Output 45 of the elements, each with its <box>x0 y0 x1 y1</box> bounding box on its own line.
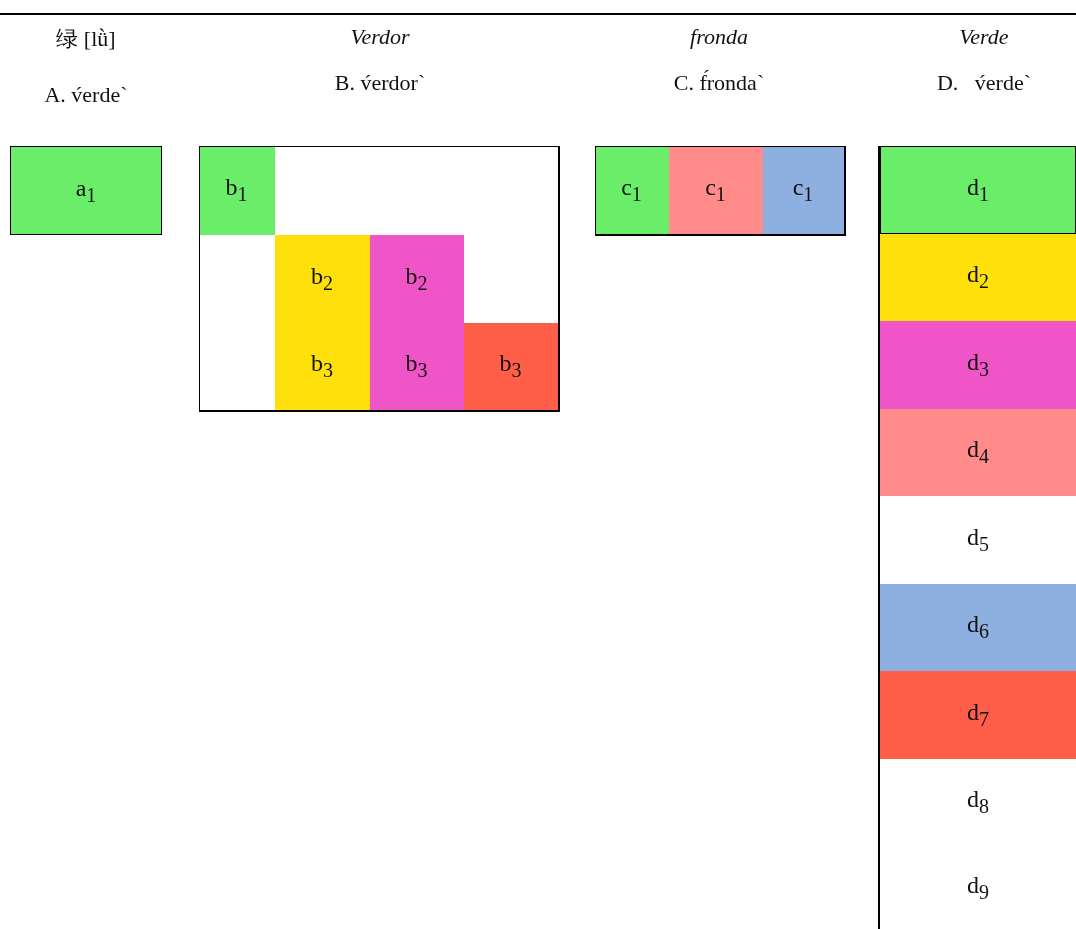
outline-box <box>199 146 559 411</box>
cell-label: a$_{1}$ <box>75 174 97 207</box>
color-block <box>880 408 1076 496</box>
cell-label: d$_{5}$ <box>967 523 989 556</box>
cell-label: b$_{2}$ <box>405 262 428 295</box>
cell-label: d$_{7}$ <box>967 698 989 731</box>
color-block <box>369 322 464 410</box>
color-block <box>198 145 275 235</box>
cell-label: b$_{3}$ <box>311 350 333 382</box>
cell-label: c$_{1}$ <box>705 173 726 206</box>
cell-label: b$_{3}$ <box>499 350 522 382</box>
option-label: B. v́erdor` <box>334 70 426 96</box>
cell-label: b$_{3}$ <box>405 350 428 382</box>
color-block <box>668 145 763 234</box>
color-block <box>274 322 370 410</box>
color-block <box>762 145 844 234</box>
cell-label: d$_{4}$ <box>967 436 989 469</box>
cell-label: d$_{2}$ <box>967 261 989 294</box>
cell-label: c$_{1}$ <box>792 173 814 206</box>
color-block <box>10 146 162 235</box>
cell-label: b$_{2}$ <box>311 262 333 295</box>
cell-label: d$_{8}$ <box>967 786 989 819</box>
outline-box <box>595 146 845 235</box>
cell-label: d$_{6}$ <box>967 611 989 644</box>
option-label: D. v́erde` <box>936 70 1032 96</box>
cell-label: c$_{1}$ <box>621 173 642 206</box>
cell-label: d$_{1}$ <box>967 173 989 206</box>
color-block <box>880 321 1076 409</box>
cell-label: d$_{3}$ <box>967 348 989 381</box>
color-block <box>463 322 558 410</box>
color-block <box>369 234 464 323</box>
option-label: 绿 [lǜ] <box>56 25 116 53</box>
column-heading: fronda <box>690 24 748 50</box>
color-block <box>880 233 1076 321</box>
option-label: C. f́ronda` <box>673 70 765 96</box>
color-block <box>880 671 1076 759</box>
color-block <box>880 146 1076 234</box>
cell-label: b$_{1}$ <box>225 174 248 206</box>
color-block <box>594 145 669 234</box>
option-label: A. v́erde` <box>44 82 128 108</box>
column-heading: Verde <box>959 24 1009 50</box>
cell-label: d$_{9}$ <box>967 871 989 904</box>
color-block <box>880 583 1076 671</box>
color-block <box>274 234 370 323</box>
column-heading: Verdor <box>350 24 410 50</box>
